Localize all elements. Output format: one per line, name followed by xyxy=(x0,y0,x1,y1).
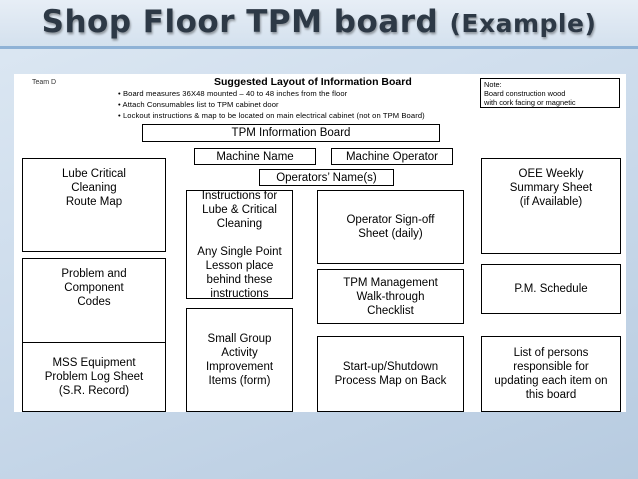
oee-weekly-summary: OEE Weekly Summary Sheet (if Available) xyxy=(481,158,621,254)
machine-operator-box: Machine Operator xyxy=(331,148,453,165)
bullet-lockout: • Lockout instructions & map to be locat… xyxy=(118,111,425,120)
operators-names-box: Operators’ Name(s) xyxy=(259,169,394,186)
responsible-persons-list: List of persons responsible for updating… xyxy=(481,336,621,412)
pm-schedule: P.M. Schedule xyxy=(481,264,621,314)
layout-title: Suggested Layout of Information Board xyxy=(214,76,412,88)
slide-title-bar xyxy=(0,0,638,46)
lube-instructions-box: Instructions for Lube & Critical Cleanin… xyxy=(186,190,293,300)
start-up-shutdown-process-map: Start-up/Shutdown Process Map on Back xyxy=(317,336,464,412)
mss-equipment-problem-log: MSS Equipment Problem Log Sheet (S.R. Re… xyxy=(22,342,166,412)
machine-name-box: Machine Name xyxy=(194,148,316,165)
construction-note: Note: Board construction wood with cork … xyxy=(480,78,620,108)
bullet-board-measures: • Board measures 36X48 mounted – 40 to 4… xyxy=(118,89,348,98)
tpm-management-walk-through: TPM Management Walk-through Checklist xyxy=(317,269,464,324)
slide-title-sub: (Example) xyxy=(449,9,597,38)
small-group-activity-box: Small Group Activity Improvement Items (… xyxy=(186,308,293,412)
problem-component-codes: Problem and Component Codes xyxy=(22,258,166,348)
slide-title: Shop Floor TPM board (Example) xyxy=(0,4,638,40)
information-board: Team D Suggested Layout of Information B… xyxy=(14,74,626,412)
team-label: Team D xyxy=(32,79,57,86)
lube-critical-cleaning-route-map: Lube Critical Cleaning Route Map xyxy=(22,158,166,252)
tpm-information-board-header: TPM Information Board xyxy=(142,124,440,142)
operator-sign-off-sheet: Operator Sign-off Sheet (daily) xyxy=(317,190,464,264)
title-divider xyxy=(0,46,638,49)
slide-title-main: Shop Floor TPM board xyxy=(41,4,439,40)
bullet-consumables: • Attach Consumables list to TPM cabinet… xyxy=(118,100,279,109)
